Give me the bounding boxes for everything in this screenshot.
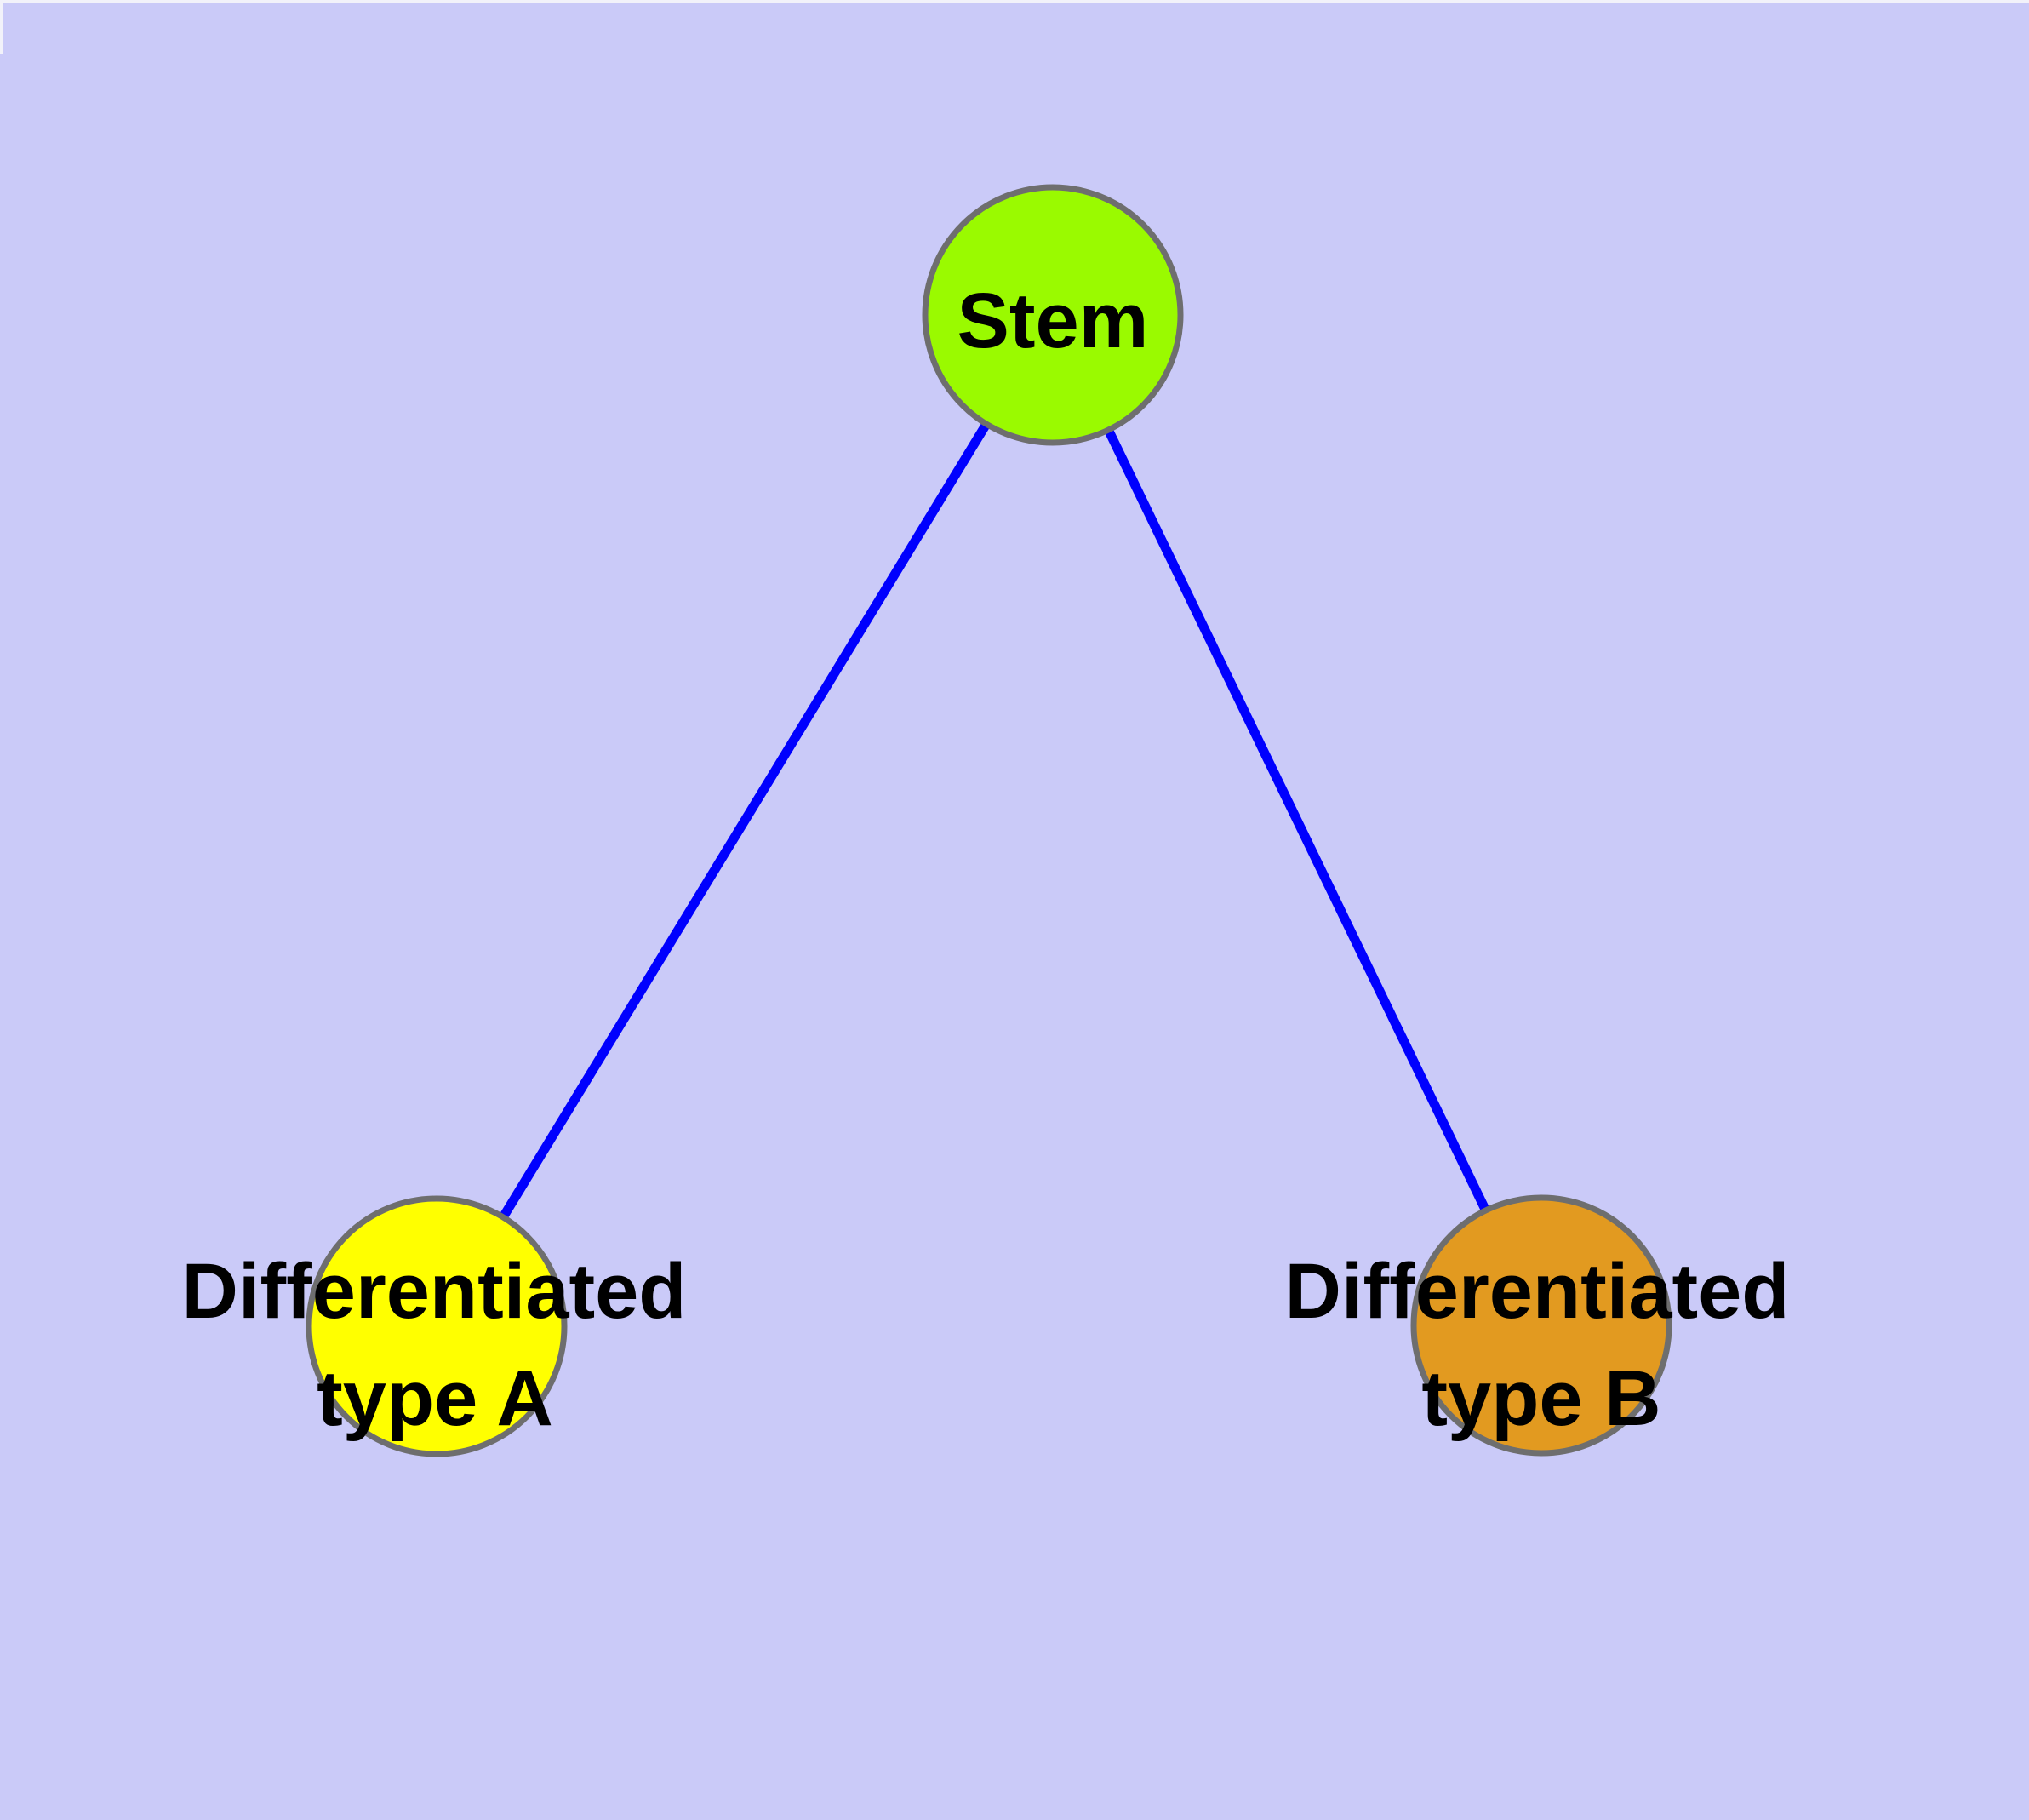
node-type-a-label-line2: type A bbox=[317, 1355, 553, 1442]
node-stem-circle bbox=[922, 184, 1184, 446]
node-type-b-label-line2: type B bbox=[1421, 1355, 1660, 1442]
node-type-b-label-line1: Differentiated bbox=[1285, 1248, 1790, 1335]
node-type-a-circle bbox=[306, 1195, 568, 1457]
top-edge-highlight bbox=[0, 0, 2029, 3]
edge-stem-to-type-b bbox=[1049, 312, 1546, 1328]
left-edge-highlight bbox=[0, 0, 3, 54]
edge-stem-to-type-a bbox=[432, 312, 1057, 1329]
node-type-b-circle bbox=[1410, 1194, 1672, 1457]
node-stem-label: Stem bbox=[957, 278, 1149, 364]
node-type-a-label-line1: Differentiated bbox=[182, 1248, 687, 1335]
